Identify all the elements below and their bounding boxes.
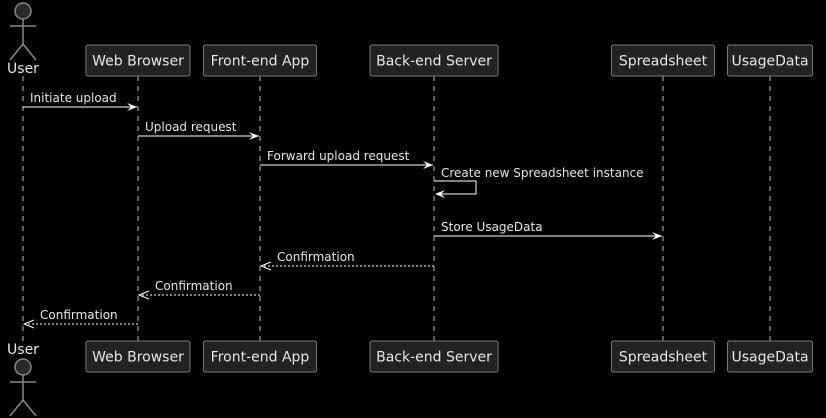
participant-frontend-top: Front-end App <box>203 44 317 77</box>
participant-box <box>203 340 317 373</box>
message-label: Confirmation <box>40 308 118 322</box>
participant-label: Front-end App <box>211 54 310 70</box>
participant-label: UsageData <box>731 350 808 366</box>
message-label: Confirmation <box>277 250 355 264</box>
message-label: Forward upload request <box>267 149 410 163</box>
participant-spreadsheet-bottom: Spreadsheet <box>611 340 715 373</box>
participant-label: Front-end App <box>211 350 310 366</box>
message-label: Upload request <box>145 120 237 134</box>
actor-user-bottom: User <box>7 342 39 417</box>
message-2: Upload request <box>138 120 259 140</box>
arrow-head-icon <box>127 103 137 111</box>
participant-browser-top: Web Browser <box>85 44 191 77</box>
participant-label: Back-end Server <box>376 54 492 70</box>
actor-leg-left <box>9 399 24 417</box>
arrow-head-icon <box>435 190 445 198</box>
message-6: Confirmation <box>259 250 434 271</box>
participant-box <box>611 44 715 77</box>
arrow-head-icon <box>423 161 433 169</box>
arrow-head-icon <box>259 261 272 271</box>
participant-backend-top: Back-end Server <box>369 44 499 77</box>
message-4: Create new Spreadsheet instance <box>434 166 644 198</box>
participant-box <box>611 340 715 373</box>
message-3: Forward upload request <box>260 149 433 169</box>
participant-spreadsheet-top: Spreadsheet <box>611 44 715 77</box>
actor-label: User <box>7 61 39 77</box>
participant-label: Web Browser <box>92 54 184 70</box>
arrow-head-icon <box>249 132 259 140</box>
actor-leg-left <box>9 43 24 61</box>
participant-box <box>369 44 499 77</box>
actor-label: User <box>7 342 39 358</box>
actor-leg-right <box>22 43 37 61</box>
message-label: Confirmation <box>155 279 233 293</box>
participant-box <box>85 44 191 77</box>
message-5: Store UsageData <box>434 220 662 240</box>
participant-label: Back-end Server <box>376 350 492 366</box>
participant-browser-bottom: Web Browser <box>85 340 191 373</box>
arrow-head-icon <box>137 290 150 300</box>
arrow-head-icon <box>22 319 35 329</box>
message-label: Initiate upload <box>30 91 117 105</box>
participant-box <box>85 340 191 373</box>
participant-box <box>369 340 499 373</box>
participant-label: Web Browser <box>92 350 184 366</box>
participant-usagedata-bottom: UsageData <box>727 340 813 373</box>
actor-head-icon <box>14 358 32 376</box>
participant-usagedata-top: UsageData <box>727 44 813 77</box>
participant-box <box>203 44 317 77</box>
message-1: Initiate upload <box>23 91 137 111</box>
participant-box <box>727 340 813 373</box>
message-label: Store UsageData <box>441 220 543 234</box>
message-label: Create new Spreadsheet instance <box>441 166 644 180</box>
participant-label: Spreadsheet <box>619 350 708 366</box>
message-8: Confirmation <box>22 308 138 329</box>
participant-label: UsageData <box>731 54 808 70</box>
participant-frontend-bottom: Front-end App <box>203 340 317 373</box>
message-line <box>434 180 477 195</box>
actor-head-icon <box>14 2 32 20</box>
message-7: Confirmation <box>137 279 260 300</box>
actor-leg-right <box>22 399 37 417</box>
participant-backend-bottom: Back-end Server <box>369 340 499 373</box>
participant-label: Spreadsheet <box>619 54 708 70</box>
participant-box <box>727 44 813 77</box>
actor-user-top: User <box>7 2 39 77</box>
arrow-head-icon <box>652 232 662 240</box>
